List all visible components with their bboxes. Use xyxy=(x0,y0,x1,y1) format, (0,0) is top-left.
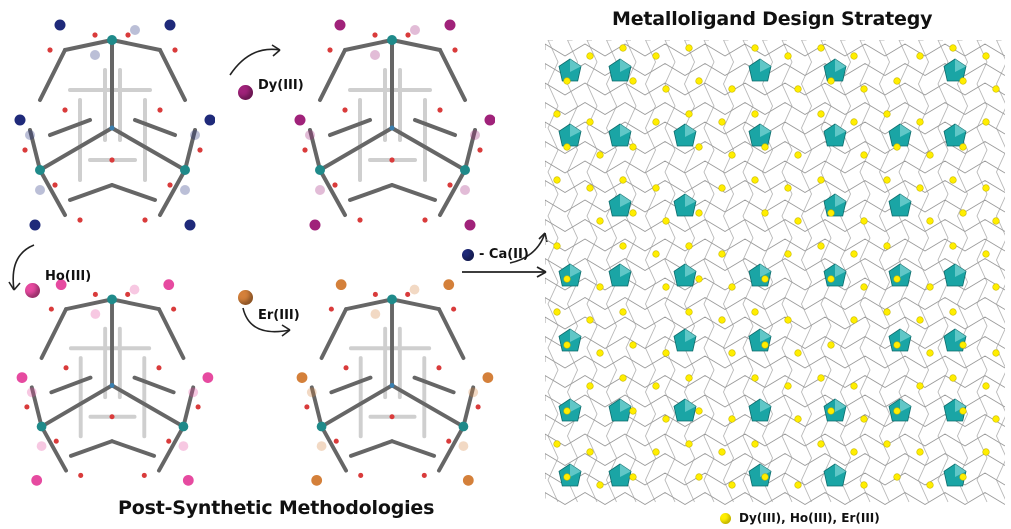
label-ca: - Ca(II) xyxy=(462,247,529,262)
er-label-text: Er(III) xyxy=(258,308,300,323)
dy-label-text: Dy(III) xyxy=(258,78,304,93)
mof-framework xyxy=(544,39,1007,510)
legend: Dy(III), Ho(III), Er(III) xyxy=(720,511,880,525)
ca-label-text: - Ca(II) xyxy=(479,247,529,262)
cage-dy xyxy=(290,10,496,240)
label-er: Er(III) xyxy=(238,290,300,323)
legend-label: Dy(III), Ho(III), Er(III) xyxy=(739,511,880,525)
arrow-to-ho xyxy=(8,244,35,291)
title-post-synthetic: Post-Synthetic Methodologies xyxy=(118,497,435,519)
arrow-to-er xyxy=(242,307,291,337)
title-metalloligand-design: Metalloligand Design Strategy xyxy=(612,8,933,30)
label-dy: Dy(III) xyxy=(238,78,304,100)
legend-ion-icon xyxy=(720,512,731,524)
ho-label-text: Ho(III) xyxy=(45,269,92,284)
er-ion-icon xyxy=(238,290,253,305)
cage-ho xyxy=(10,270,215,495)
ho-ion-icon xyxy=(25,283,40,298)
arrow-to-framework xyxy=(462,266,547,278)
ca-ion-icon xyxy=(462,248,474,261)
cage-ca xyxy=(10,10,216,240)
cage-er xyxy=(290,270,495,495)
arrow-to-dy xyxy=(229,44,281,76)
label-ho: Ho(III) xyxy=(25,255,91,298)
dy-ion-icon xyxy=(238,85,253,100)
